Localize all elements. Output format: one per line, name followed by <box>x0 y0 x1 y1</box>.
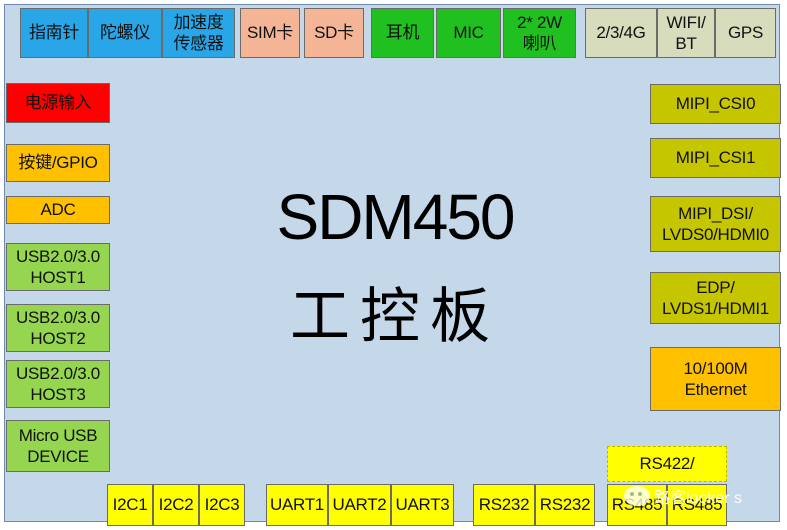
headphone-block: 耳机 <box>371 8 434 58</box>
uart2-block: UART2 <box>328 484 391 526</box>
uart1-block: UART1 <box>266 484 328 526</box>
chip-title: SDM450 <box>276 181 516 253</box>
adc-block: ADC <box>6 196 110 224</box>
compass-block: 指南针 <box>20 8 88 58</box>
i2c3-block: I2C3 <box>199 484 245 526</box>
rs232-2-block: RS232 <box>535 484 595 526</box>
speaker-block: 2* 2W 喇叭 <box>503 8 576 58</box>
usb-host2-block: USB2.0/3.0 HOST2 <box>6 304 110 352</box>
mic-block: MIC <box>436 8 501 58</box>
i2c1-block: I2C1 <box>107 484 153 526</box>
i2c2-block: I2C2 <box>153 484 199 526</box>
edp-block: EDP/ LVDS1/HDMI1 <box>650 272 781 324</box>
board-background <box>4 4 780 522</box>
watermark: 路客looker s <box>624 484 742 508</box>
micro-usb-device-block: Micro USB DEVICE <box>6 420 110 472</box>
accelerometer-block: 加速度 传感器 <box>162 8 235 58</box>
ethernet-block: 10/100M Ethernet <box>650 347 781 411</box>
watermark-text: 路客looker s <box>654 490 743 507</box>
mipi-dsi-block: MIPI_DSI/ LVDS0/HDMI0 <box>650 196 781 252</box>
board-subtitle: 工控板 <box>290 282 500 352</box>
rs422-block: RS422/ <box>607 446 727 482</box>
mipi-csi1-block: MIPI_CSI1 <box>650 138 781 178</box>
sim-card-block: SIM卡 <box>240 8 300 58</box>
usb-host3-block: USB2.0/3.0 HOST3 <box>6 360 110 408</box>
gps-block: GPS <box>715 8 776 58</box>
cellular-block: 2/3/4G <box>585 8 657 58</box>
rs232-1-block: RS232 <box>473 484 535 526</box>
key-gpio-block: 按键/GPIO <box>6 144 110 182</box>
rs485-2-block: RS485 <box>667 484 727 526</box>
sd-card-block: SD卡 <box>304 8 364 58</box>
gyroscope-block: 陀螺仪 <box>88 8 162 58</box>
usb-host1-block: USB2.0/3.0 HOST1 <box>6 243 110 291</box>
mipi-csi0-block: MIPI_CSI0 <box>650 84 781 124</box>
wifi-bt-block: WIFI/ BT <box>657 8 715 58</box>
wechat-icon <box>624 486 650 506</box>
power-input-block: 电源输入 <box>6 83 110 123</box>
uart3-block: UART3 <box>391 484 454 526</box>
